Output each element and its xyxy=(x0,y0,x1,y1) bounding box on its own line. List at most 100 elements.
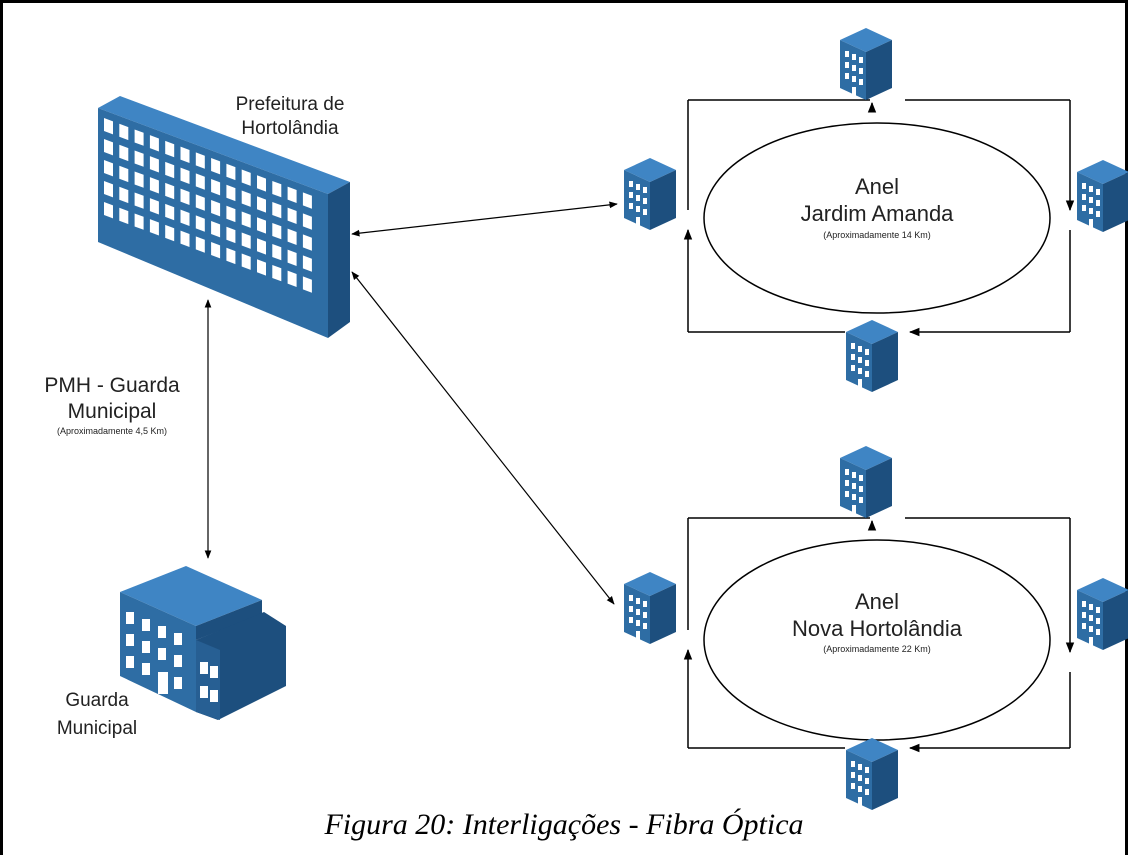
window xyxy=(226,205,236,223)
window xyxy=(241,169,251,186)
window xyxy=(119,123,129,141)
window xyxy=(211,200,221,217)
window xyxy=(149,156,159,173)
ring-2-label-line2: Nova Hortolândia xyxy=(792,616,963,641)
prefeitura-label-line2: Hortolândia xyxy=(241,118,339,139)
link-prefeitura-jardim-amanda xyxy=(351,201,618,237)
window xyxy=(134,213,144,230)
window xyxy=(287,270,297,288)
guarda-building-icon xyxy=(120,566,286,720)
ring-1-left-building-icon xyxy=(624,158,676,230)
window xyxy=(180,167,190,184)
window xyxy=(119,144,129,162)
window xyxy=(165,140,175,158)
guarda-label-line2: Municipal xyxy=(57,718,137,739)
ring-1-right-building-icon xyxy=(1077,160,1128,232)
window xyxy=(272,201,282,219)
window xyxy=(287,249,297,267)
window xyxy=(104,160,113,177)
ring-1-loop xyxy=(683,99,1075,337)
window xyxy=(104,181,113,198)
window xyxy=(134,150,144,167)
window xyxy=(165,224,175,242)
window xyxy=(226,184,236,202)
ring-2-right-building-icon xyxy=(1077,578,1128,650)
ring-1-label-line2: Jardim Amanda xyxy=(801,201,955,226)
window xyxy=(195,173,205,190)
window xyxy=(134,129,144,146)
window xyxy=(134,171,144,188)
window xyxy=(272,264,282,282)
ring-2-bottom-building-icon xyxy=(846,738,898,810)
window xyxy=(241,253,251,270)
window xyxy=(149,219,159,236)
window xyxy=(211,158,221,175)
window xyxy=(241,232,251,249)
window xyxy=(211,242,221,259)
window xyxy=(149,177,159,194)
window xyxy=(149,198,159,215)
prefeitura-building-icon xyxy=(98,96,350,338)
window xyxy=(257,175,266,192)
window xyxy=(119,207,129,225)
network-diagram: Prefeitura de Hortolândia PMH - Guarda M… xyxy=(44,28,1128,810)
window xyxy=(165,203,175,221)
window xyxy=(195,152,205,169)
window xyxy=(180,146,190,163)
ring-2-distance: (Aproximadamente 22 Km) xyxy=(823,644,931,654)
window xyxy=(241,190,251,207)
prefeitura-label-line1: Prefeitura de xyxy=(236,94,345,115)
window xyxy=(257,217,266,234)
window xyxy=(302,234,312,251)
guarda-label-line1: Guarda xyxy=(65,690,129,711)
ring-2-loop xyxy=(683,517,1075,753)
window xyxy=(180,209,190,226)
window xyxy=(119,165,129,183)
window xyxy=(272,243,282,261)
window xyxy=(165,161,175,179)
ring-1-ellipse xyxy=(703,122,1051,314)
window xyxy=(226,247,236,265)
window xyxy=(149,135,159,152)
window xyxy=(211,221,221,238)
window xyxy=(195,236,205,253)
figure-caption: Figura 20: Interligações - Fibra Óptica xyxy=(324,808,804,841)
window xyxy=(241,211,251,228)
window xyxy=(226,163,236,181)
window xyxy=(287,207,297,225)
window xyxy=(165,182,175,200)
window xyxy=(104,202,113,219)
ring-2-left-building-icon xyxy=(624,572,676,644)
window xyxy=(302,213,312,230)
window xyxy=(257,259,266,276)
window xyxy=(104,118,113,135)
window xyxy=(195,194,205,211)
window xyxy=(104,139,113,156)
ring-2-label-line1: Anel xyxy=(855,589,899,614)
ring-2-top-building-icon xyxy=(840,446,892,518)
pmh-guarda-label-line2: Municipal xyxy=(68,400,157,423)
pmh-guarda-distance: (Aproximadamente 4,5 Km) xyxy=(57,426,167,436)
ring-1-bottom-building-icon xyxy=(846,320,898,392)
pmh-guarda-label-line1: PMH - Guarda xyxy=(44,374,180,397)
window xyxy=(302,192,312,209)
window xyxy=(119,186,129,204)
window xyxy=(180,230,190,247)
ring-1-distance: (Aproximadamente 14 Km) xyxy=(823,230,931,240)
window xyxy=(302,276,312,293)
window xyxy=(211,179,221,196)
window xyxy=(180,188,190,205)
window xyxy=(287,228,297,246)
window xyxy=(257,196,266,213)
window xyxy=(272,222,282,240)
ring-1-label-line1: Anel xyxy=(855,174,899,199)
window xyxy=(257,238,266,255)
window xyxy=(134,192,144,209)
ring-1-top-building-icon xyxy=(840,28,892,100)
window xyxy=(272,180,282,198)
link-prefeitura-nova-hortolandia xyxy=(351,271,615,605)
window xyxy=(287,186,297,204)
window xyxy=(302,255,312,272)
window xyxy=(195,215,205,232)
